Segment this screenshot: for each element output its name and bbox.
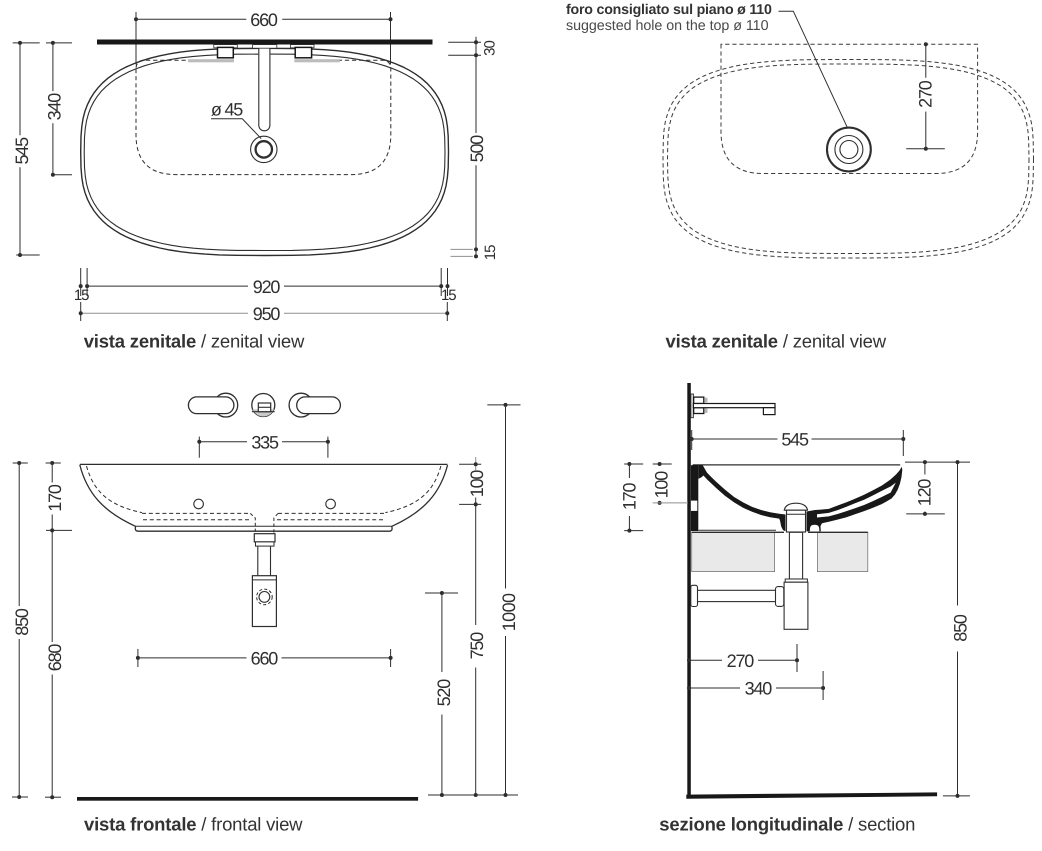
svg-text:500: 500 <box>467 135 487 163</box>
svg-text:850: 850 <box>12 608 32 636</box>
svg-text:1000: 1000 <box>499 593 519 631</box>
svg-text:850: 850 <box>951 614 971 642</box>
svg-text:100: 100 <box>467 470 487 498</box>
svg-text:660: 660 <box>250 10 278 30</box>
svg-text:vista frontale / frontal view: vista frontale / frontal view <box>84 814 303 835</box>
svg-text:sezione longitudinale / sectio: sezione longitudinale / section <box>659 814 915 835</box>
svg-text:15: 15 <box>482 245 499 260</box>
svg-text:340: 340 <box>745 679 773 699</box>
svg-text:270: 270 <box>915 80 935 108</box>
svg-text:vista zenitale / zenital view: vista zenitale / zenital view <box>84 331 305 352</box>
svg-text:120: 120 <box>915 479 935 507</box>
svg-text:foro consigliato sul piano ø 1: foro consigliato sul piano ø 110 <box>566 2 772 18</box>
svg-text:vista zenitale / zenital view: vista zenitale / zenital view <box>666 331 887 352</box>
svg-text:545: 545 <box>12 137 32 165</box>
svg-text:545: 545 <box>781 430 809 450</box>
svg-text:680: 680 <box>45 644 65 672</box>
svg-text:15: 15 <box>441 287 456 304</box>
svg-text:100: 100 <box>651 471 671 499</box>
svg-text:950: 950 <box>253 304 281 324</box>
svg-text:15: 15 <box>74 287 89 304</box>
svg-text:ø 45: ø 45 <box>211 99 243 119</box>
svg-text:170: 170 <box>45 484 65 512</box>
svg-text:suggested hole on the top ø 11: suggested hole on the top ø 110 <box>566 18 769 34</box>
svg-text:30: 30 <box>481 41 498 56</box>
svg-text:340: 340 <box>44 93 64 121</box>
svg-text:335: 335 <box>251 432 279 452</box>
svg-text:270: 270 <box>727 651 755 671</box>
svg-text:750: 750 <box>467 632 487 660</box>
svg-text:170: 170 <box>619 482 639 510</box>
svg-text:520: 520 <box>434 679 454 707</box>
svg-text:660: 660 <box>251 649 279 669</box>
svg-text:920: 920 <box>253 277 281 297</box>
